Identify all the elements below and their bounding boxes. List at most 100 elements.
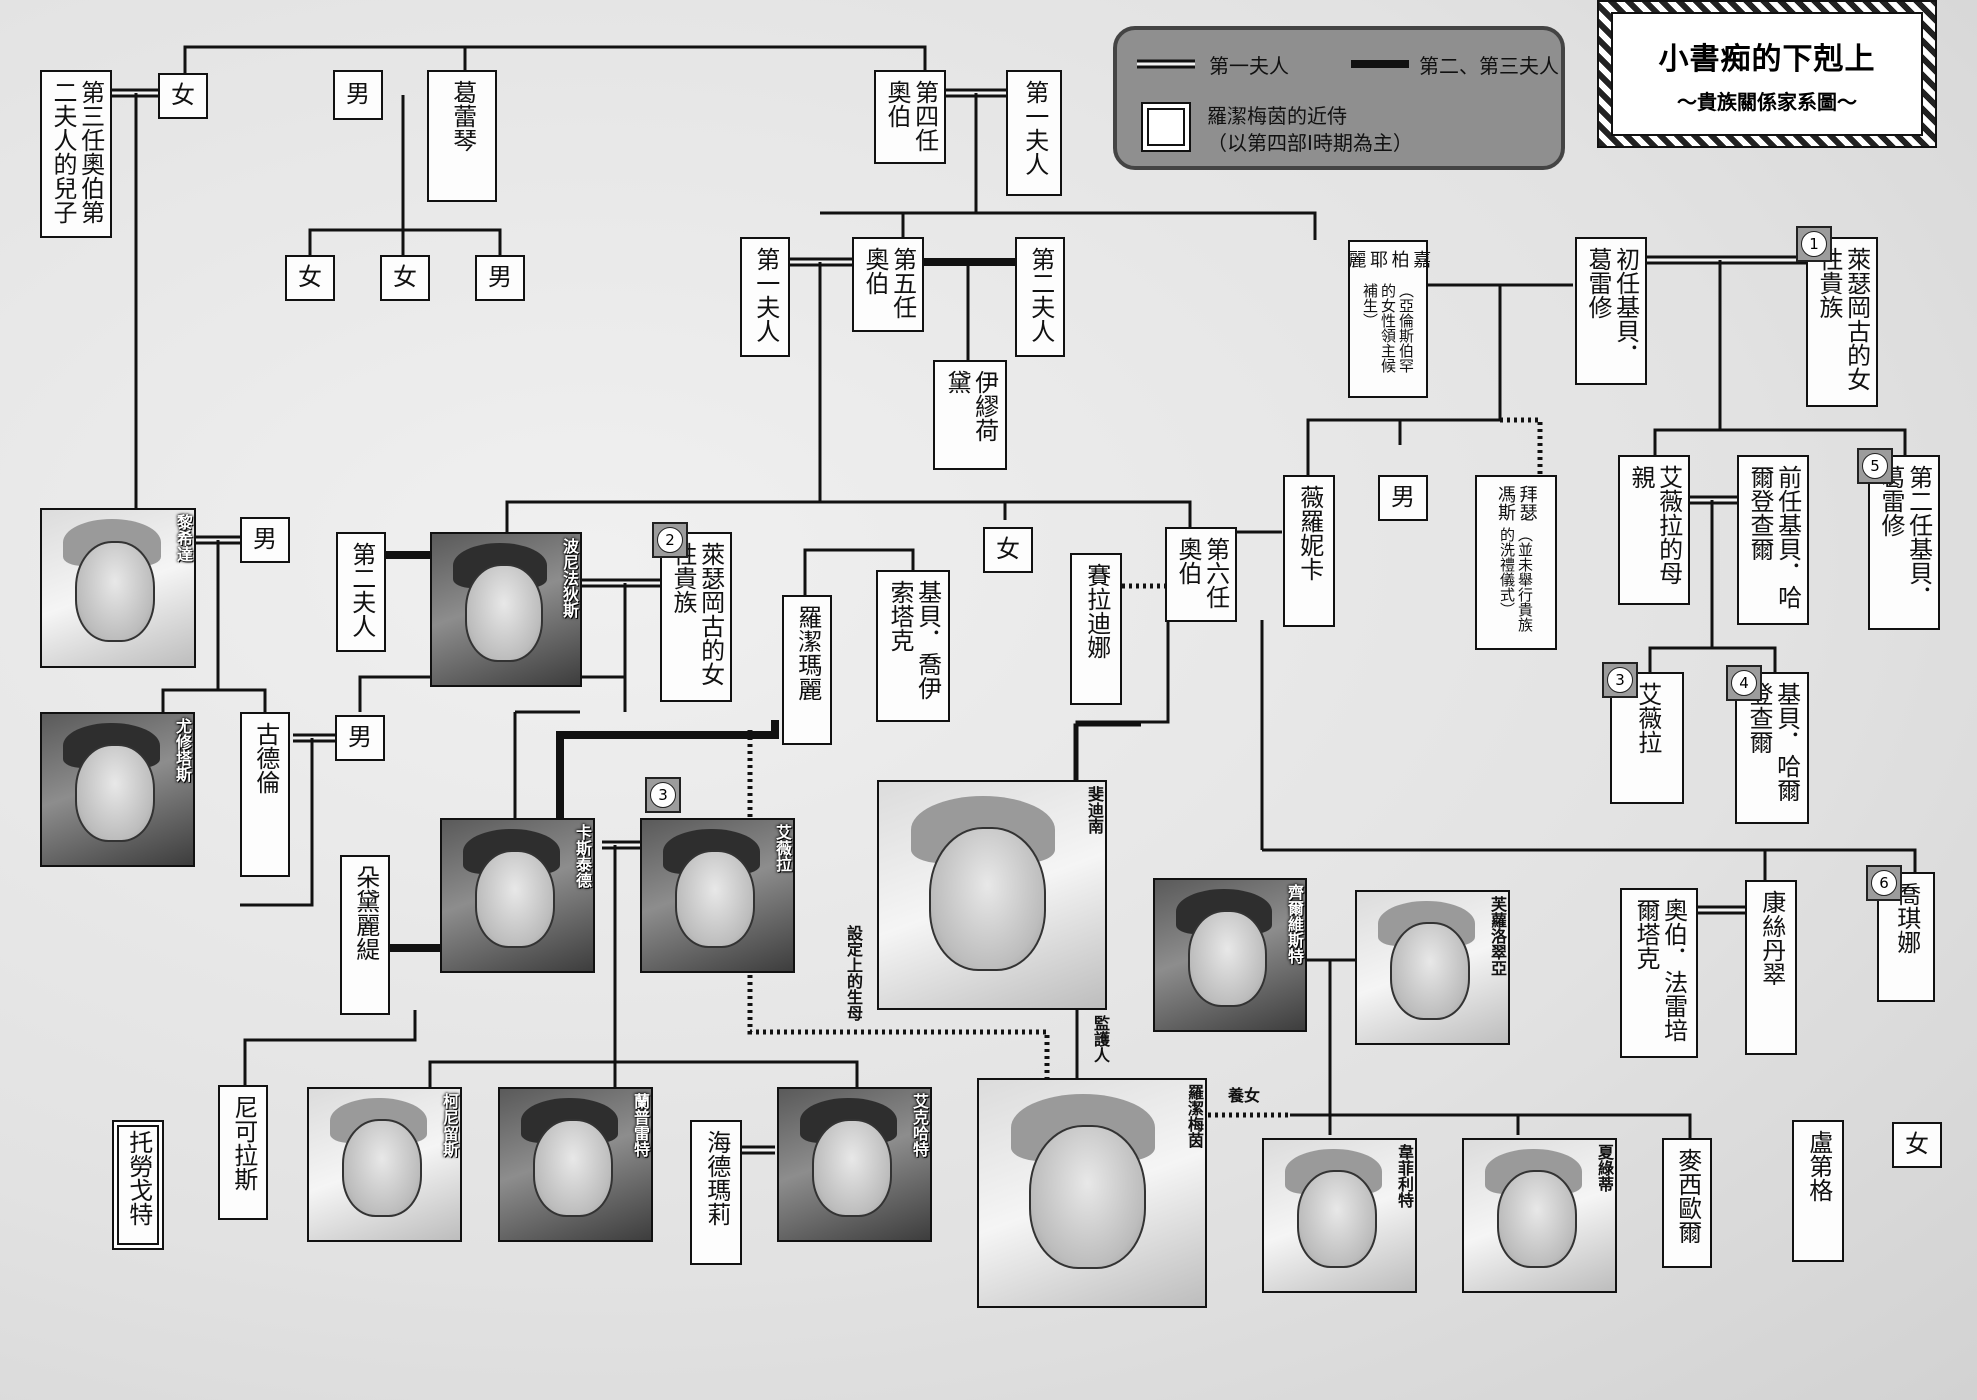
person-name: 嘉柏耶麗: [1345, 250, 1432, 268]
legend-retainer: 羅潔梅茵的近侍: [1207, 104, 1347, 128]
person-box: 朵黛麗緹: [340, 855, 390, 1015]
number-badge: 3: [645, 777, 681, 813]
person-box: 男: [333, 70, 383, 120]
badge-number: 4: [1731, 670, 1757, 696]
face-shape: [812, 1119, 892, 1217]
badge-number: 3: [1607, 667, 1633, 693]
number-badge: 2: [652, 522, 688, 558]
note-adopted: 養女: [1228, 1086, 1261, 1105]
person-box: 男: [475, 255, 525, 301]
rel-line: [183, 45, 465, 95]
portrait-label: 韋菲利特: [1395, 1144, 1414, 1208]
portrait-label: 羅潔梅茵: [1185, 1084, 1204, 1148]
retainer-box-icon: [1141, 102, 1191, 152]
face-shape: [1188, 910, 1267, 1007]
rel-line: [243, 1010, 417, 1085]
rel-line: [240, 738, 314, 907]
person-box: 基貝．喬伊索塔克: [876, 570, 950, 722]
person-box: 賽拉迪娜: [1070, 553, 1122, 705]
portrait-cornelius: 柯尼留斯: [307, 1087, 462, 1242]
face-shape: [464, 564, 543, 662]
badge-number: 3: [650, 782, 676, 808]
portrait-label: 尤修塔斯: [173, 718, 192, 782]
rel-line: [428, 1060, 859, 1087]
legend-first-wife: 第一夫人: [1209, 54, 1289, 78]
legend-retainer-period: （以第四部Ⅰ時期為主）: [1207, 131, 1413, 155]
portrait-label: 卡斯泰德: [573, 824, 592, 888]
portrait-label: 黎希達: [174, 514, 193, 562]
portrait-wilfried: 韋菲利特: [1262, 1138, 1417, 1293]
portrait-label: 斐迪南: [1085, 786, 1104, 834]
person-box: 初任基貝．葛雷修: [1575, 237, 1647, 385]
portrait-sylvester: 齊爾維斯特: [1153, 878, 1307, 1032]
person-box: 女: [158, 73, 208, 119]
face-shape: [342, 1119, 422, 1217]
person-box: 萊瑟岡古的女性貴族: [1806, 237, 1878, 407]
person-box: 女: [983, 527, 1033, 573]
person-box: 第一夫人: [1006, 70, 1062, 196]
person-box: 萊瑟岡古的女性貴族: [660, 532, 732, 702]
face-shape: [1028, 1125, 1146, 1270]
person-box: 拜瑟馮斯 （並未舉行貴族的洗禮儀式）: [1475, 475, 1557, 650]
face-shape: [1297, 1170, 1377, 1268]
badge-number: 6: [1871, 870, 1897, 896]
rel-line: [1306, 418, 1402, 475]
portrait-label: 蘭普雷特: [631, 1093, 650, 1157]
person-box: 盧第格: [1792, 1120, 1844, 1262]
legend-line-samples: [1137, 59, 1409, 69]
face-shape: [75, 744, 155, 842]
badge-number: 1: [1801, 231, 1827, 257]
number-badge: 5: [1857, 448, 1893, 484]
portrait-elvira: 艾薇拉: [640, 818, 795, 973]
badge-number: 5: [1862, 453, 1888, 479]
note-birth-mother: 設定上的生母: [844, 925, 863, 1021]
portrait-bonifatius: 波尼法狄斯: [430, 532, 582, 687]
face-shape: [928, 827, 1046, 972]
diagram-title-panel: 小書痴的下剋上 〜貴族關係家系圖〜: [1597, 0, 1937, 148]
rel-line: [556, 720, 779, 818]
person-name: 拜瑟馮斯: [1495, 485, 1538, 521]
portrait-lamprecht: 蘭普雷特: [498, 1087, 653, 1242]
person-box: 康絲丹翠: [1745, 880, 1797, 1055]
person-box: 第二夫人: [336, 532, 386, 652]
person-box: 葛蕾琴: [427, 70, 497, 202]
rel-line: [463, 45, 927, 95]
page-subtitle: 〜貴族關係家系圖〜: [1677, 89, 1857, 114]
person-box: 第五任奧伯: [852, 237, 924, 332]
portrait-eckhart: 艾克哈特: [777, 1087, 932, 1242]
rel-line: [1075, 592, 1170, 780]
person-box: 艾薇拉的母親: [1618, 455, 1690, 605]
portrait-label: 芙蘿洛翠亞: [1488, 896, 1507, 976]
legend-second-third-wife: 第二、第三夫人: [1419, 54, 1559, 78]
portrait-charlotte: 夏綠蒂: [1462, 1138, 1617, 1293]
person-box: 薇羅妮卡: [1283, 475, 1335, 627]
face-shape: [533, 1119, 613, 1217]
portrait-justus: 尤修塔斯: [40, 712, 195, 867]
rel-line: [1500, 417, 1543, 475]
portrait-lichleda: 黎希達: [40, 508, 196, 668]
person-box: 嘉柏耶麗（亞倫斯伯罕的女性領主候補生）: [1345, 240, 1432, 398]
portrait-label: 齊爾維斯特: [1285, 884, 1304, 964]
number-badge: 3: [1602, 662, 1638, 698]
person-box: 女: [285, 255, 335, 301]
rel-line: [1122, 583, 1171, 592]
person-box: 男: [335, 715, 385, 761]
person-box: 伊繆荷黛: [933, 360, 1007, 470]
face-shape: [475, 850, 555, 948]
retainer-person-box: 托勞戈特: [112, 1120, 164, 1250]
rel-line: [1262, 848, 1917, 872]
face-shape: [75, 541, 156, 642]
portrait-rozemyne: 羅潔梅茵: [977, 1078, 1207, 1308]
page-title: 小書痴的下剋上: [1658, 41, 1876, 77]
portrait-ferdinand: 斐迪南: [877, 780, 1107, 1010]
person-box: 第一夫人: [740, 237, 790, 357]
person-box: 第三任奧伯第二夫人的兒子: [40, 70, 112, 238]
person-note: （並未舉行貴族的洗禮儀式）: [1498, 526, 1534, 632]
portrait-label: 艾薇拉: [773, 824, 792, 872]
rel-line: [747, 730, 1050, 1078]
number-badge: 6: [1866, 865, 1902, 901]
rel-line: [308, 228, 502, 262]
person-box: 羅潔瑪麗: [782, 595, 832, 745]
person-box: 古德倫: [240, 712, 290, 877]
